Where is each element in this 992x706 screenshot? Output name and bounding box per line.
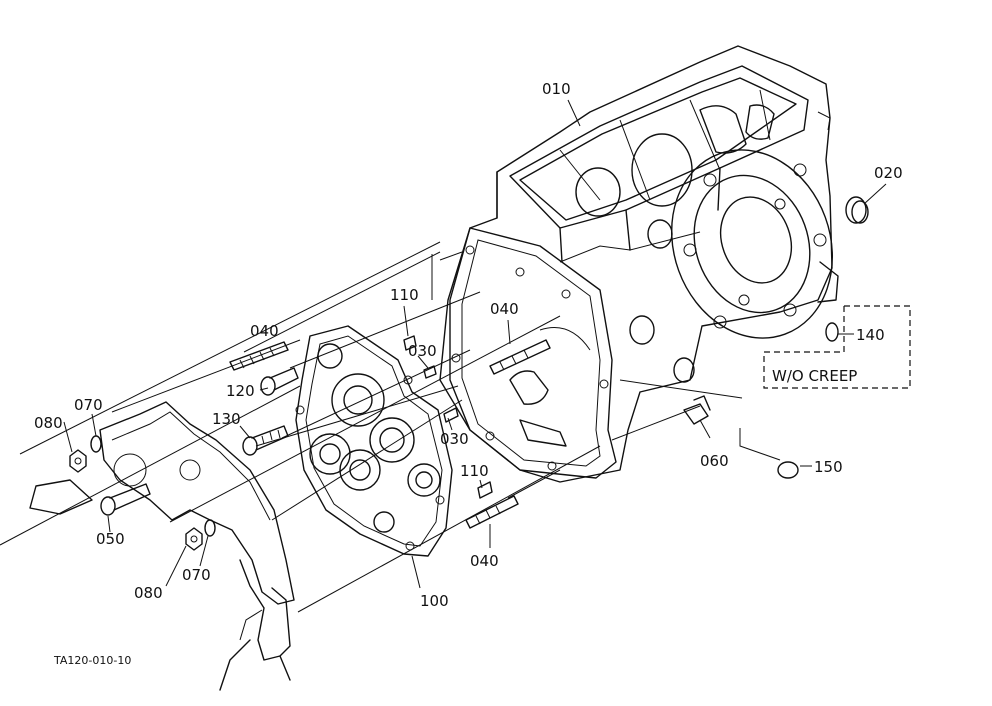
label-080-lower: 080 — [134, 584, 163, 602]
stud-040-upper — [229, 341, 289, 371]
label-030-upper: 030 — [408, 342, 437, 360]
washer-070-lower — [204, 519, 216, 537]
label-100: 100 — [420, 592, 449, 610]
part-labels: 010 020 140 150 060 110 040 030 030 110 … — [34, 80, 903, 610]
small-parts — [69, 196, 869, 551]
plug-150 — [777, 461, 799, 479]
label-040-lower: 040 — [470, 552, 499, 570]
label-080-upper: 080 — [34, 414, 63, 432]
dowel-110-upper — [403, 335, 417, 351]
plug-140 — [825, 322, 839, 342]
label-060: 060 — [700, 452, 729, 470]
transmission-case — [439, 45, 839, 483]
assembly-lines — [0, 241, 781, 613]
label-020: 020 — [874, 164, 903, 182]
label-030-lower: 030 — [440, 430, 469, 448]
label-150: 150 — [814, 458, 843, 476]
bolt-060 — [683, 395, 711, 425]
washer-070-upper — [90, 435, 102, 453]
label-130: 130 — [212, 410, 241, 428]
label-110-lower: 110 — [460, 462, 489, 480]
label-140: 140 — [856, 326, 885, 344]
label-070-lower: 070 — [182, 566, 211, 584]
clutch-housing — [29, 401, 295, 691]
pin-030-lower — [443, 407, 459, 423]
dowel-110-lower — [477, 481, 493, 499]
label-110-upper: 110 — [390, 286, 419, 304]
bolt-130 — [242, 425, 289, 456]
pin-030-upper — [423, 365, 437, 379]
label-040-middle: 040 — [490, 300, 519, 318]
nut-080-lower — [185, 527, 203, 551]
nut-080-upper — [69, 449, 87, 473]
label-050: 050 — [96, 530, 125, 548]
stud-040-lower — [465, 495, 519, 529]
label-070-upper: 070 — [74, 396, 103, 414]
plug-020 — [845, 196, 869, 224]
label-040-upper: 040 — [250, 322, 279, 340]
figure-code: TA120-010-10 — [53, 654, 131, 667]
callout-box-text: W/O CREEP — [772, 367, 857, 385]
bolt-050 — [100, 483, 151, 516]
label-010: 010 — [542, 80, 571, 98]
stud-040-middle — [489, 339, 551, 375]
without-creep-callout: W/O CREEP — [763, 305, 911, 389]
front-cover — [295, 325, 453, 557]
callout-leaders — [63, 99, 887, 589]
bolt-120 — [260, 367, 299, 396]
label-120: 120 — [226, 382, 255, 400]
